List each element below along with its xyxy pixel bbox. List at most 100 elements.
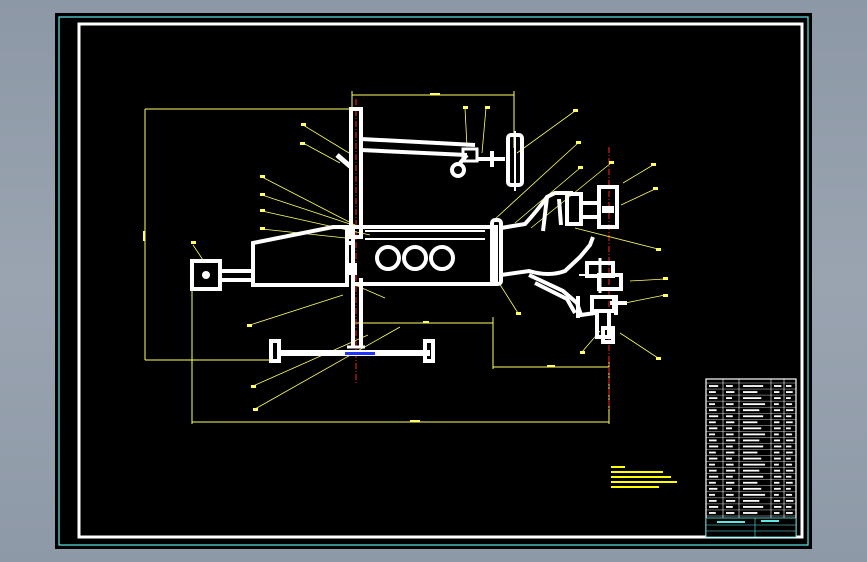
machine-assembly <box>190 107 627 363</box>
center-lines <box>355 99 610 411</box>
title-block-cell-text <box>743 469 760 472</box>
title-block-cell-text <box>726 433 734 436</box>
title-block-cell-text <box>726 421 735 424</box>
title-block-cell-text <box>786 439 794 442</box>
title-block-cell-text <box>774 391 780 393</box>
title-block-cell-text <box>726 385 733 387</box>
title-block-cell-text <box>709 397 718 400</box>
title-block-cell-text <box>726 512 735 514</box>
title-block-cell-text <box>743 457 762 460</box>
title-block-cell-text <box>709 506 719 508</box>
drawing-viewer <box>55 13 812 549</box>
title-block-cell-text <box>726 451 735 454</box>
title-block-cell-text <box>726 391 735 393</box>
title-block-cell-text <box>709 433 715 436</box>
title-block-cell-text <box>743 397 762 400</box>
title-block-cell-text <box>786 403 793 406</box>
title-block-cell-text <box>726 457 732 460</box>
title-block-cell-text <box>726 469 736 472</box>
title-block-cell-text <box>743 409 760 412</box>
title-block-cell-text <box>709 403 715 406</box>
title-block-cell-text <box>743 499 760 502</box>
title-block-cell-text <box>709 475 719 478</box>
title-block-cell-text <box>726 493 734 496</box>
title-block-cell-text <box>709 512 716 514</box>
title-block-cell-text <box>786 415 792 418</box>
title-block-cell-text <box>743 512 758 514</box>
title-block-cell-text <box>743 451 758 454</box>
title-block-cell-text <box>743 475 764 478</box>
title-block-cell-text <box>726 463 734 466</box>
title-block-cell-text <box>743 433 766 436</box>
title-block-cell-text <box>774 506 782 508</box>
title-block-cell-text <box>786 463 793 466</box>
title-block-cell-text <box>786 512 793 514</box>
title-block-cell-text <box>774 499 781 502</box>
title-block-cell-text <box>743 415 764 418</box>
title-block-cell-text <box>709 445 719 448</box>
title-block-cell-text <box>774 403 779 406</box>
title-block-cell-text <box>726 403 734 406</box>
dimension-lines <box>144 91 610 424</box>
title-block-cell-text <box>709 409 717 412</box>
title-block-cell-text <box>709 385 719 387</box>
outer-border <box>58 16 809 546</box>
title-block-cell-text <box>709 451 716 454</box>
title-block-cell-text <box>743 385 764 387</box>
title-block-cell-text <box>774 481 780 484</box>
leader-lines <box>192 107 666 410</box>
title-block-cell-text <box>726 487 732 490</box>
title-block-cell-text <box>786 493 793 496</box>
inner-border <box>77 22 804 539</box>
arm-housing <box>351 225 498 286</box>
title-block-cell-text <box>774 463 779 466</box>
title-block-cell-text <box>743 506 764 508</box>
title-block-cell-text <box>774 385 782 387</box>
title-block-cell-text <box>743 493 766 496</box>
leader-tags <box>191 106 668 411</box>
title-block-cell-text <box>743 421 758 424</box>
title-block-cell-text <box>709 427 718 430</box>
title-block-cell-text <box>774 433 779 436</box>
title-block-cell-text <box>786 457 791 460</box>
title-block-cell-text <box>774 439 781 442</box>
title-block-cell-text <box>774 451 780 454</box>
title-block-cell-text <box>774 487 781 490</box>
cad-drawing <box>58 16 809 546</box>
title-block-cell-text <box>786 433 793 436</box>
title-block-cell-text <box>774 457 781 460</box>
title-block-cell-text <box>726 439 736 442</box>
title-block-cell-text <box>774 493 779 496</box>
dimension-labels <box>143 93 555 422</box>
title-block-cell-text <box>709 481 716 484</box>
title-block-cell-text <box>774 409 781 412</box>
title-block-cell-text <box>786 391 793 393</box>
title-block-cell-text <box>726 415 733 418</box>
title-block-cell-text <box>786 397 791 400</box>
title-block-cell-text <box>726 481 735 484</box>
title-block-cell-text <box>774 427 781 430</box>
title-block-cell-text <box>774 415 782 418</box>
title-block-cell-text <box>726 506 733 508</box>
title-block-cell-text <box>786 427 791 430</box>
base-highlight <box>345 352 375 355</box>
title-block-cell-text <box>709 463 715 466</box>
title-block-cell-text <box>786 487 791 490</box>
title-block-cell-text <box>774 512 780 514</box>
title-block-cell-text <box>743 403 766 406</box>
title-block-cell-text <box>774 475 782 478</box>
title-block-cell-text <box>726 499 736 502</box>
title-block-cell-text <box>726 475 733 478</box>
title-block-cell-text <box>786 499 794 502</box>
title-block-cell-text <box>743 439 760 442</box>
title-block-cell-text <box>786 469 794 472</box>
title-block-cell-text <box>786 506 792 508</box>
title-block <box>705 378 797 538</box>
title-block-cell-text <box>786 445 792 448</box>
end-block <box>190 259 222 291</box>
technical-notes <box>611 466 677 488</box>
title-block-cell-text <box>786 421 793 424</box>
title-block-cell-text <box>726 427 732 430</box>
title-block-cell-text <box>709 457 718 460</box>
title-block-cell-text <box>786 475 792 478</box>
